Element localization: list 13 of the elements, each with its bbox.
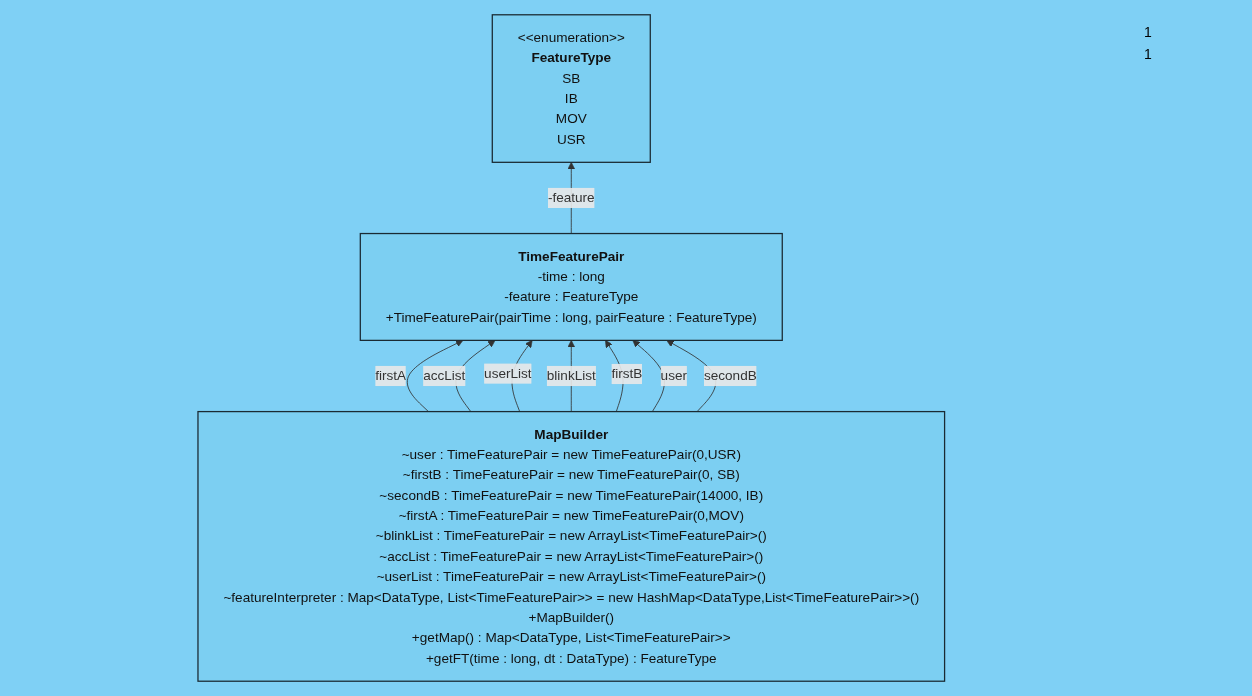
edge-label: user: [660, 368, 687, 383]
multiplicity-label: 1: [1144, 46, 1153, 62]
node-box: <<enumeration>> FeatureType SB IB MOV USR: [491, 14, 651, 163]
edge-label: secondB: [703, 368, 757, 383]
edge-label: blinkList: [546, 368, 596, 383]
edge-label: -feature: [547, 190, 595, 205]
edge-label: userList: [483, 365, 532, 381]
edge-label: firstB: [611, 366, 643, 381]
node-box: MapBuilder ~user : TimeFeaturePair = new TimeFeaturePair(0,USR) ~firstB : TimeFeaturePair = new TimeFeaturePair(0, SB) ~secondB : TimeFeaturePair = new TimeFeaturePair(14000, IB) ~firstA : TimeFeaturePair = new TimeFeaturePair(0,MOV) ~blinkList : TimeFeaturePair = new ArrayList<TimeFeaturePair>() ~accList : TimeFeaturePair = new ArrayList<TimeFeaturePair>() ~userList : TimeFeaturePair = new ArrayList<TimeFeaturePair>() ~featureInterpreter : Map<DataType, List<TimeFeaturePair>> = new HashMap<DataType,List<TimeFeaturePair>>() +MapBuilder() +getMap() : Map<DataType, List<TimeFeaturePair>> +getFT(time : long, dt : DataType) : FeatureType: [197, 410, 945, 682]
edge-label: firstA: [374, 368, 406, 383]
node-box: TimeFeaturePair -time : long -feature : FeatureType +TimeFeaturePair(pairTime : long, pairFeature : FeatureType): [359, 232, 783, 341]
multiplicity-label: 1: [1144, 24, 1153, 40]
edge-label: accList: [422, 368, 466, 383]
